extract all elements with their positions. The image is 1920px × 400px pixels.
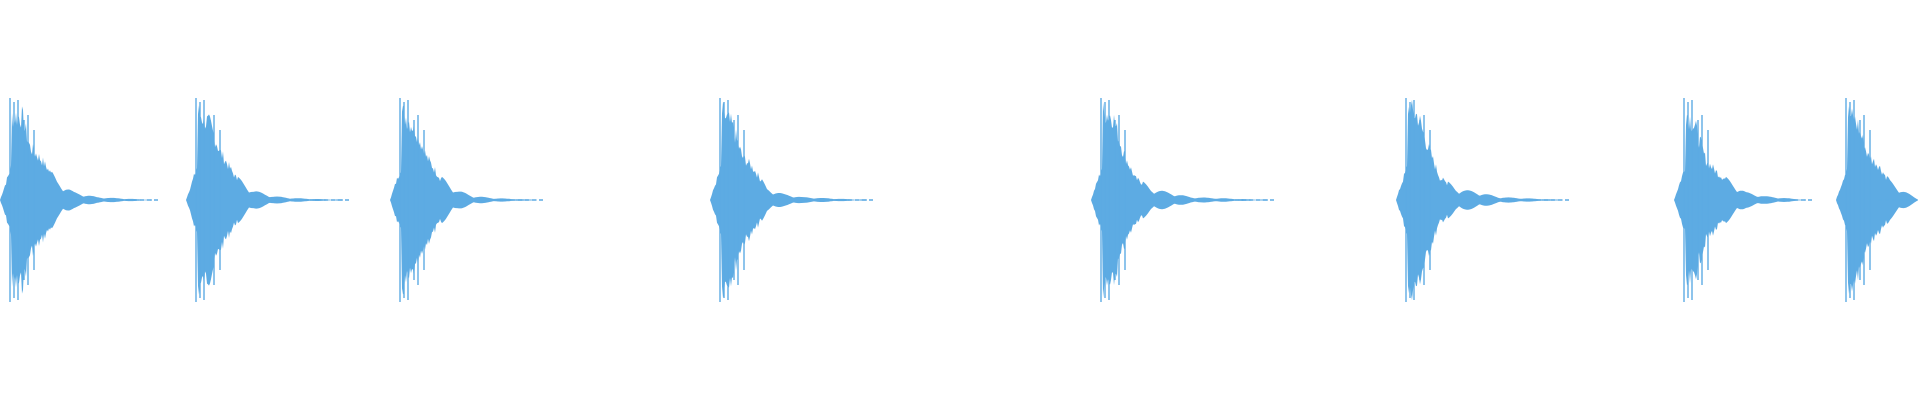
waveform-burst [1396,98,1569,302]
waveform-burst [186,98,349,302]
waveform-envelope [1396,100,1563,300]
waveform-burst [710,98,873,302]
waveform-burst [390,98,543,302]
waveform-envelope [390,105,537,295]
waveform-envelope [1674,114,1806,286]
waveform-envelope [1836,106,1918,294]
waveform-burst [1836,98,1918,302]
waveform-burst [1674,98,1812,302]
waveform-envelope [710,102,867,298]
waveform-burst [1091,98,1274,302]
waveform-envelope [1091,102,1268,298]
waveform-envelope [186,105,343,295]
waveform-envelope [0,106,152,294]
waveform-burst [0,98,158,302]
